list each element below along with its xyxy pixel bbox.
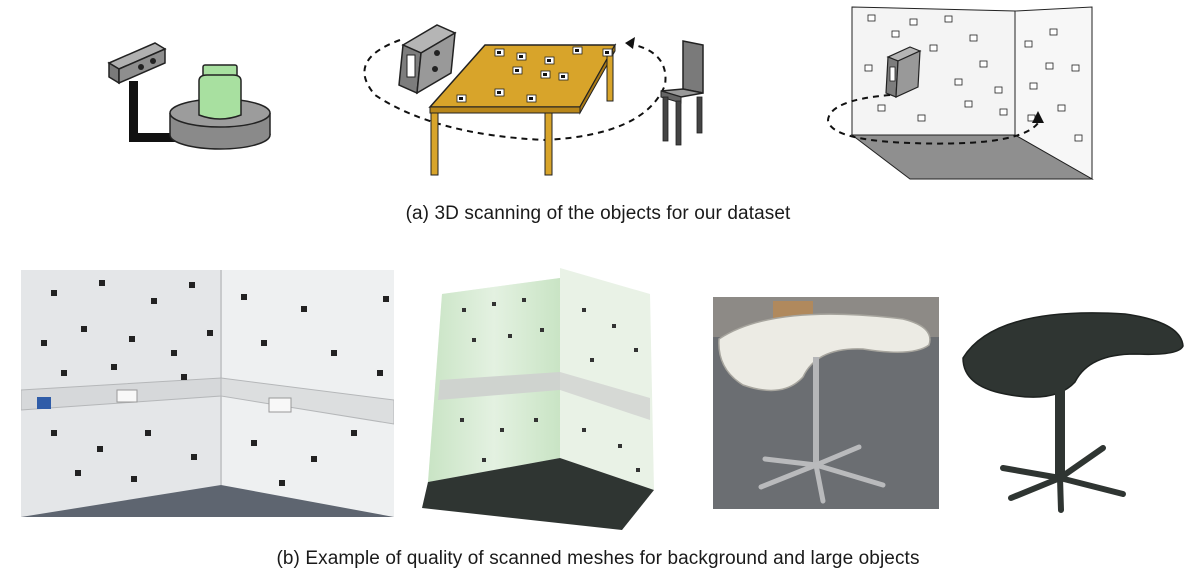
turntable-scan-illustration	[95, 35, 295, 165]
handheld-scanner-icon	[885, 46, 922, 98]
caption-b: (b) Example of quality of scanned meshes…	[276, 548, 920, 569]
room-corner-mesh	[422, 268, 662, 530]
jar-icon	[198, 64, 242, 120]
table-mesh	[955, 298, 1185, 516]
table-photo	[713, 297, 939, 509]
table-icon	[428, 43, 617, 176]
table-scan-illustration	[345, 15, 705, 180]
chair-icon	[660, 40, 704, 146]
caption-a: (a) 3D scanning of the objects for our d…	[405, 203, 791, 224]
room-corner-photo	[21, 270, 394, 517]
room-corner-scan-illustration	[820, 5, 1100, 183]
handheld-scanner-icon	[398, 24, 457, 95]
scanner-icon	[107, 42, 179, 142]
